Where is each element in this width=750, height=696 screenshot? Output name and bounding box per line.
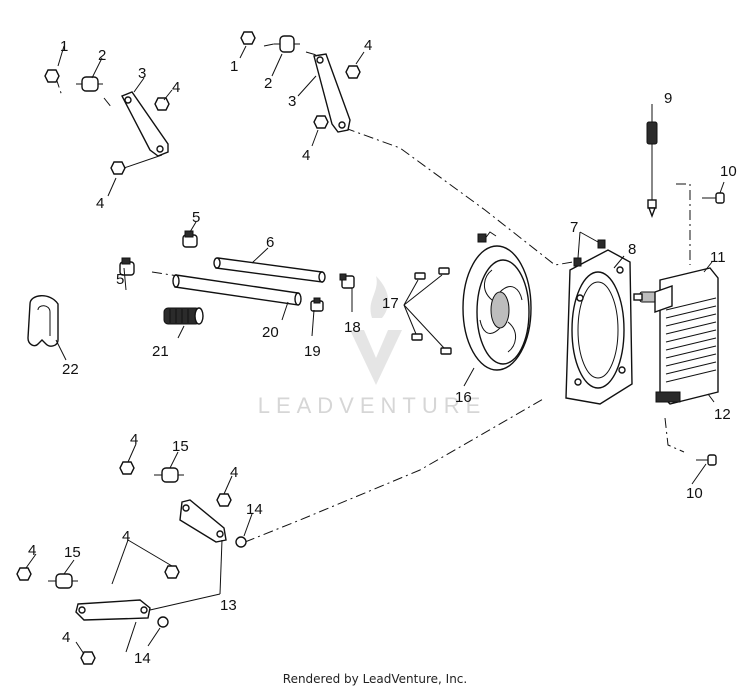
spring-21 xyxy=(163,307,204,325)
radiator-11-12 xyxy=(633,267,719,405)
callout-4g: 4 xyxy=(122,528,130,545)
isolator-2a xyxy=(76,76,103,92)
callout-10a: 10 xyxy=(720,163,737,180)
bolt-10a xyxy=(702,192,725,204)
callout-14b: 14 xyxy=(134,650,151,667)
callout-19: 19 xyxy=(304,343,321,360)
clip-22 xyxy=(27,295,59,347)
shroud-8 xyxy=(565,249,633,405)
clamp-5a xyxy=(182,230,198,248)
callout-3b: 3 xyxy=(288,93,296,110)
bracket-13b xyxy=(75,599,151,621)
nut-1b xyxy=(240,31,256,45)
callout-4d: 4 xyxy=(302,147,310,164)
hose-20 xyxy=(172,274,302,306)
callout-15a: 15 xyxy=(172,438,189,455)
sensor-9 xyxy=(646,121,658,218)
clamp-5b xyxy=(119,257,135,276)
callout-15b: 15 xyxy=(64,544,81,561)
hose-6 xyxy=(213,257,326,283)
callout-4a: 4 xyxy=(172,79,180,96)
callout-17: 17 xyxy=(382,295,399,312)
callout-2a: 2 xyxy=(98,47,106,64)
washer-14b xyxy=(157,616,169,628)
bracket-assembly-lower xyxy=(16,461,247,665)
fasteners-7 xyxy=(573,231,606,267)
bracket-3b xyxy=(313,53,351,133)
fitting-18 xyxy=(339,273,355,289)
watermark-text: LEADVENTURE xyxy=(258,393,487,418)
nut-1a xyxy=(44,69,60,83)
callout-16: 16 xyxy=(455,389,472,406)
callout-4i: 4 xyxy=(62,629,70,646)
hose-group xyxy=(119,230,326,325)
callout-4h: 4 xyxy=(28,542,36,559)
callout-5a: 5 xyxy=(192,209,200,226)
callout-11: 11 xyxy=(710,249,726,266)
callout-18: 18 xyxy=(344,319,361,336)
callout-1b: 1 xyxy=(230,58,238,75)
callout-labels: 1 1 2 2 3 3 4 4 4 4 5 5 6 7 8 9 10 11 12… xyxy=(28,37,737,667)
callout-1a: 1 xyxy=(60,38,68,55)
nut-4h xyxy=(16,567,32,581)
bracket-assembly-top-center xyxy=(240,31,361,133)
callout-4c: 4 xyxy=(364,37,372,54)
callout-6: 6 xyxy=(266,234,274,251)
callout-21: 21 xyxy=(152,343,169,360)
leader-lines xyxy=(25,45,725,655)
watermark: LEADVENTURE xyxy=(258,276,487,418)
callout-4b: 4 xyxy=(96,195,104,212)
callout-8: 8 xyxy=(628,241,636,258)
nut-4b xyxy=(110,161,126,175)
bolt-10b xyxy=(696,454,717,466)
nut-4d xyxy=(313,115,329,129)
callout-20: 20 xyxy=(262,324,279,341)
nut-4f xyxy=(216,493,232,507)
callout-2b: 2 xyxy=(264,75,272,92)
isolator-15b xyxy=(48,573,78,589)
nut-4g xyxy=(164,565,180,579)
fan-16 xyxy=(462,231,532,371)
footer-credit: Rendered by LeadVenture, Inc. xyxy=(282,672,468,686)
callout-3a: 3 xyxy=(138,65,146,82)
callout-4f: 4 xyxy=(230,464,238,481)
screws-17 xyxy=(403,267,452,355)
assembly-lines xyxy=(55,43,691,543)
nut-4i xyxy=(80,651,96,665)
callout-5b: 5 xyxy=(116,271,124,288)
callout-22: 22 xyxy=(62,361,79,378)
isolator-15a xyxy=(154,467,184,483)
washer-14a xyxy=(235,536,247,548)
nut-4e xyxy=(119,461,135,475)
callout-12: 12 xyxy=(714,406,731,423)
callout-9: 9 xyxy=(664,90,672,107)
callout-4e: 4 xyxy=(130,431,138,448)
bracket-3a xyxy=(121,91,169,157)
callout-13: 13 xyxy=(220,597,237,614)
callout-7: 7 xyxy=(570,219,578,236)
callout-14a: 14 xyxy=(246,501,263,518)
nut-4a xyxy=(154,97,170,111)
isolator-2b xyxy=(274,35,300,53)
watermark-logo-icon xyxy=(350,276,402,385)
fitting-19 xyxy=(310,297,324,312)
nut-4c xyxy=(345,65,361,79)
callout-10b: 10 xyxy=(686,485,703,502)
bracket-assembly-top-left xyxy=(44,69,170,175)
bracket-13a xyxy=(179,499,227,543)
